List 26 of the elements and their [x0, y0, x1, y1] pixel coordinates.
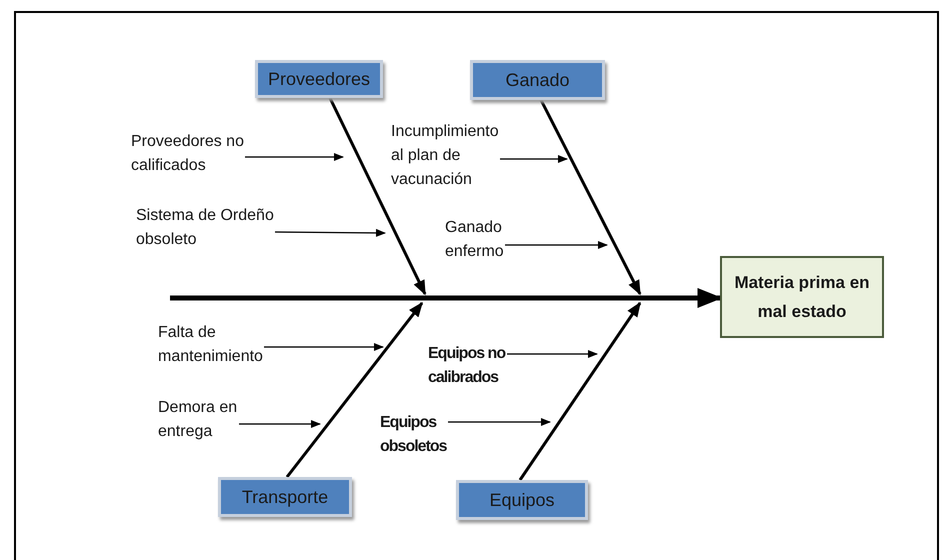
- arrow: [275, 228, 386, 237]
- cause-text: Proveedores no calificados: [131, 130, 245, 178]
- category-box: Equipos: [456, 480, 588, 520]
- cause-text: Equipos no calibrados: [428, 342, 507, 390]
- cause-text: Falta de mantenimiento: [158, 321, 264, 369]
- arrow: [500, 155, 568, 163]
- cause-text: Sistema de Ordeño obsoleto: [136, 204, 275, 252]
- cause-text: Demora en entrega: [158, 396, 239, 444]
- arrow: [239, 420, 321, 428]
- category-box: Transporte: [218, 477, 352, 517]
- arrow: [245, 153, 344, 161]
- bone-arrow: [518, 302, 642, 481]
- bone-arrow: [328, 97, 426, 296]
- cause-text: Equipos obsoletos: [380, 411, 448, 459]
- effect-box: Materia prima en mal estado: [720, 256, 884, 338]
- cause-text: Incumplimiento al plan de vacunación: [391, 120, 500, 192]
- category-box: Ganado: [470, 60, 605, 100]
- spine-arrow: [170, 288, 722, 308]
- arrow: [448, 418, 551, 426]
- category-box: Proveedores: [255, 60, 383, 98]
- arrow: [507, 350, 598, 358]
- bone-arrow: [286, 302, 424, 478]
- arrow: [264, 343, 384, 351]
- cause-text: Ganado enfermo: [445, 216, 505, 264]
- arrow: [505, 241, 608, 249]
- bone-arrow: [540, 99, 642, 296]
